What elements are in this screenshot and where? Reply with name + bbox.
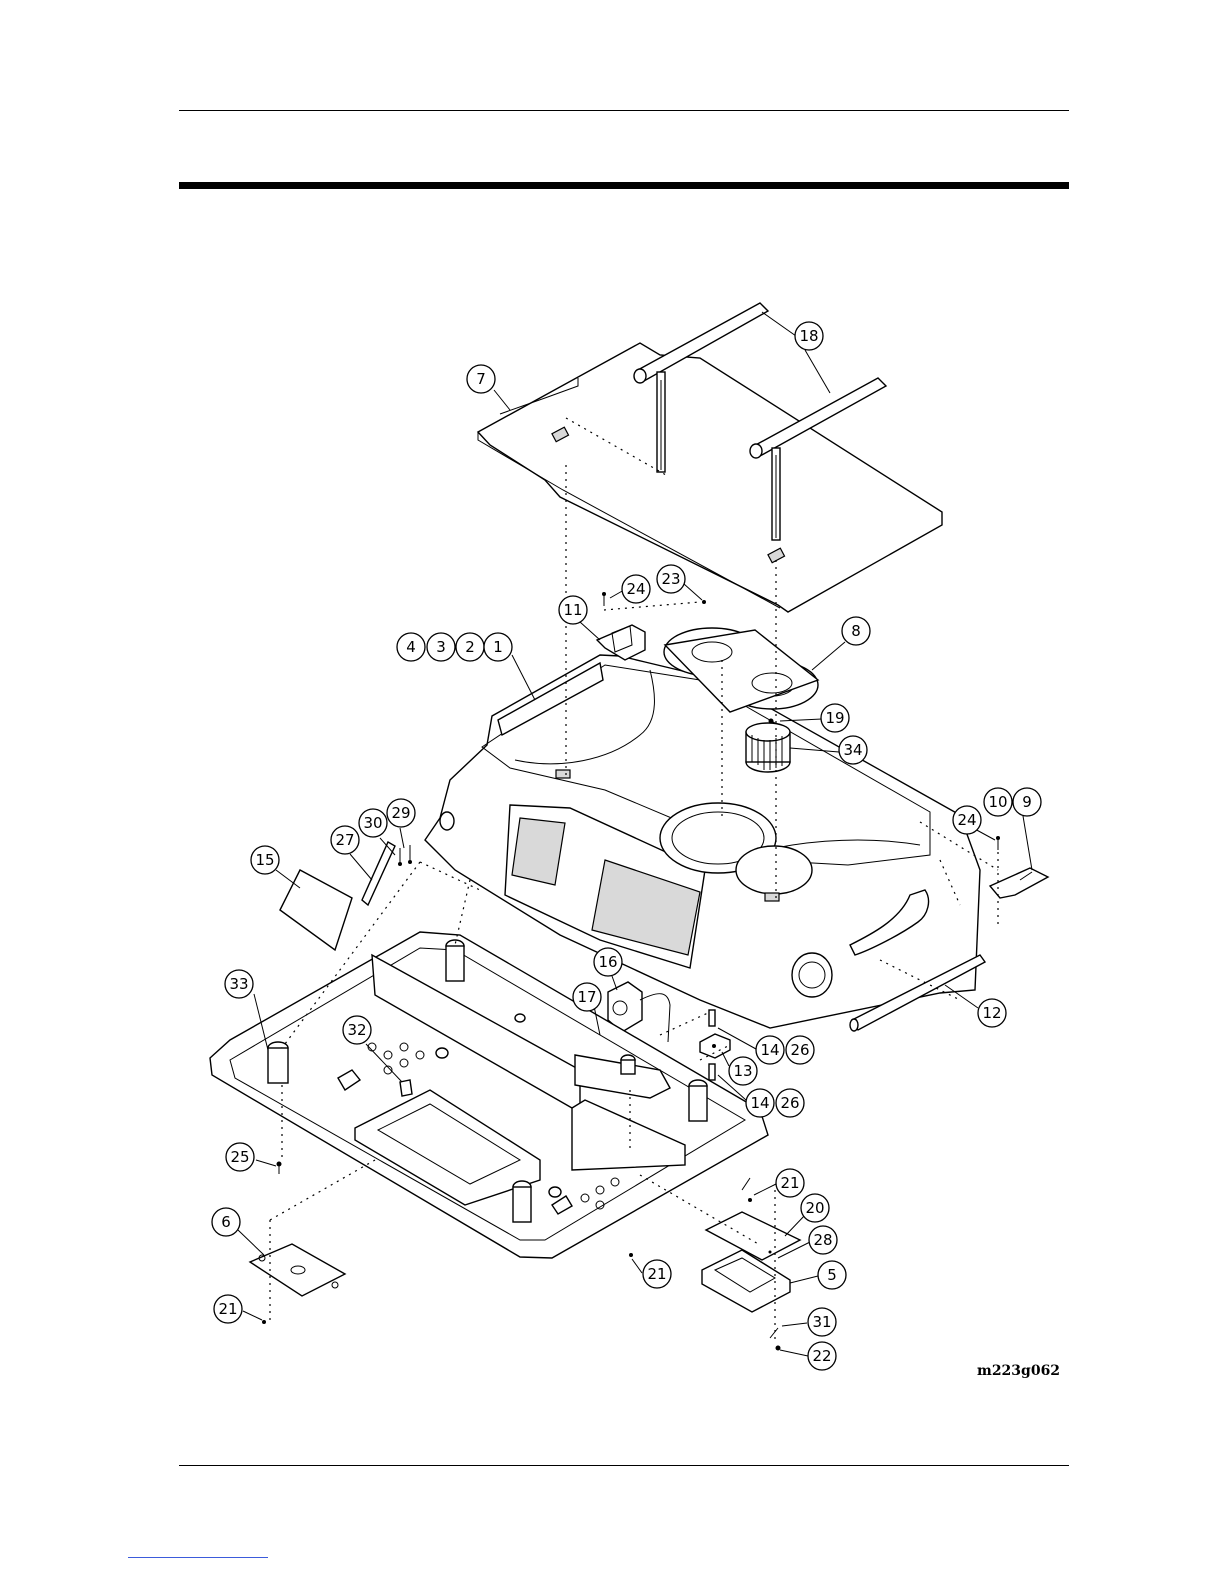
callout-26-lower: 26 [776,1089,804,1117]
callout-24-right: 24 [953,806,981,834]
svg-text:13: 13 [733,1062,752,1080]
svg-text:6: 6 [221,1213,231,1231]
footnote-rule [128,1557,268,1558]
svg-text:9: 9 [1022,793,1032,811]
svg-text:26: 26 [790,1041,809,1059]
svg-text:29: 29 [391,804,410,822]
callout-21-upper: 21 [776,1169,804,1197]
svg-text:18: 18 [799,327,818,345]
callout-28: 28 [809,1226,837,1254]
callout-22: 22 [808,1342,836,1370]
callout-23: 23 [657,565,685,593]
callout-33: 33 [225,970,253,998]
filter-panel-15 [280,870,352,950]
svg-text:25: 25 [230,1148,249,1166]
callout-2: 2 [456,633,484,661]
callout-31: 31 [808,1308,836,1336]
svg-text:17: 17 [577,988,596,1006]
plate-6 [250,1244,345,1296]
callout-13: 13 [729,1057,757,1085]
svg-text:31: 31 [812,1313,831,1331]
svg-text:24: 24 [626,580,645,598]
svg-text:3: 3 [436,638,446,656]
svg-text:15: 15 [255,851,274,869]
callout-1: 1 [484,633,512,661]
svg-text:20: 20 [805,1199,824,1217]
svg-text:11: 11 [563,601,582,619]
callout-21-middle: 21 [643,1260,671,1288]
svg-text:16: 16 [598,953,617,971]
svg-text:24: 24 [957,811,976,829]
callout-25: 25 [226,1143,254,1171]
footer-rule [179,1465,1069,1466]
svg-text:7: 7 [476,370,486,388]
callout-32: 32 [343,1016,371,1044]
svg-text:2: 2 [465,638,475,656]
svg-text:21: 21 [780,1174,799,1192]
callout-10: 10 [984,788,1012,816]
svg-text:26: 26 [780,1094,799,1112]
svg-text:30: 30 [363,814,382,832]
callout-20: 20 [801,1194,829,1222]
svg-text:33: 33 [229,975,248,993]
callout-29: 29 [387,799,415,827]
svg-text:14: 14 [760,1041,779,1059]
callout-9: 9 [1013,788,1041,816]
callout-14-lower: 14 [746,1089,774,1117]
callout-24-top: 24 [622,575,650,603]
svg-text:5: 5 [827,1266,837,1284]
callout-6: 6 [212,1208,240,1236]
callout-27: 27 [331,826,359,854]
svg-text:21: 21 [647,1265,666,1283]
callout-16: 16 [594,948,622,976]
svg-text:23: 23 [661,570,680,588]
callout-21-lower: 21 [214,1295,242,1323]
callout-34: 34 [839,736,867,764]
callout-14-upper: 14 [756,1036,784,1064]
svg-text:8: 8 [851,622,861,640]
callout-4: 4 [397,633,425,661]
blower-wheel [746,723,790,772]
callout-26-upper: 26 [786,1036,814,1064]
svg-text:34: 34 [843,741,862,759]
svg-text:4: 4 [406,638,416,656]
drawing-number: m223g062 [977,1363,1060,1379]
callout-19: 19 [821,704,849,732]
svg-text:22: 22 [812,1347,831,1365]
callout-15: 15 [251,846,279,874]
svg-text:27: 27 [335,831,354,849]
callout-7: 7 [467,365,495,393]
svg-text:14: 14 [750,1094,769,1112]
callout-30: 30 [359,809,387,837]
svg-text:19: 19 [825,709,844,727]
callout-18: 18 [795,322,823,350]
callout-8: 8 [842,617,870,645]
screws-29-30 [398,845,412,866]
filter-sheet-20 [706,1212,800,1260]
svg-text:12: 12 [982,1004,1001,1022]
svg-text:10: 10 [988,793,1007,811]
callout-17: 17 [573,983,601,1011]
callout-5: 5 [818,1261,846,1289]
svg-text:21: 21 [218,1300,237,1318]
callout-3: 3 [427,633,455,661]
callout-12: 12 [978,999,1006,1027]
svg-text:28: 28 [813,1231,832,1249]
svg-text:32: 32 [347,1021,366,1039]
callout-11: 11 [559,596,587,624]
filter-box-5 [702,1250,790,1312]
block-13 [700,1034,730,1058]
svg-text:1: 1 [493,638,503,656]
bracket-9 [990,868,1048,898]
